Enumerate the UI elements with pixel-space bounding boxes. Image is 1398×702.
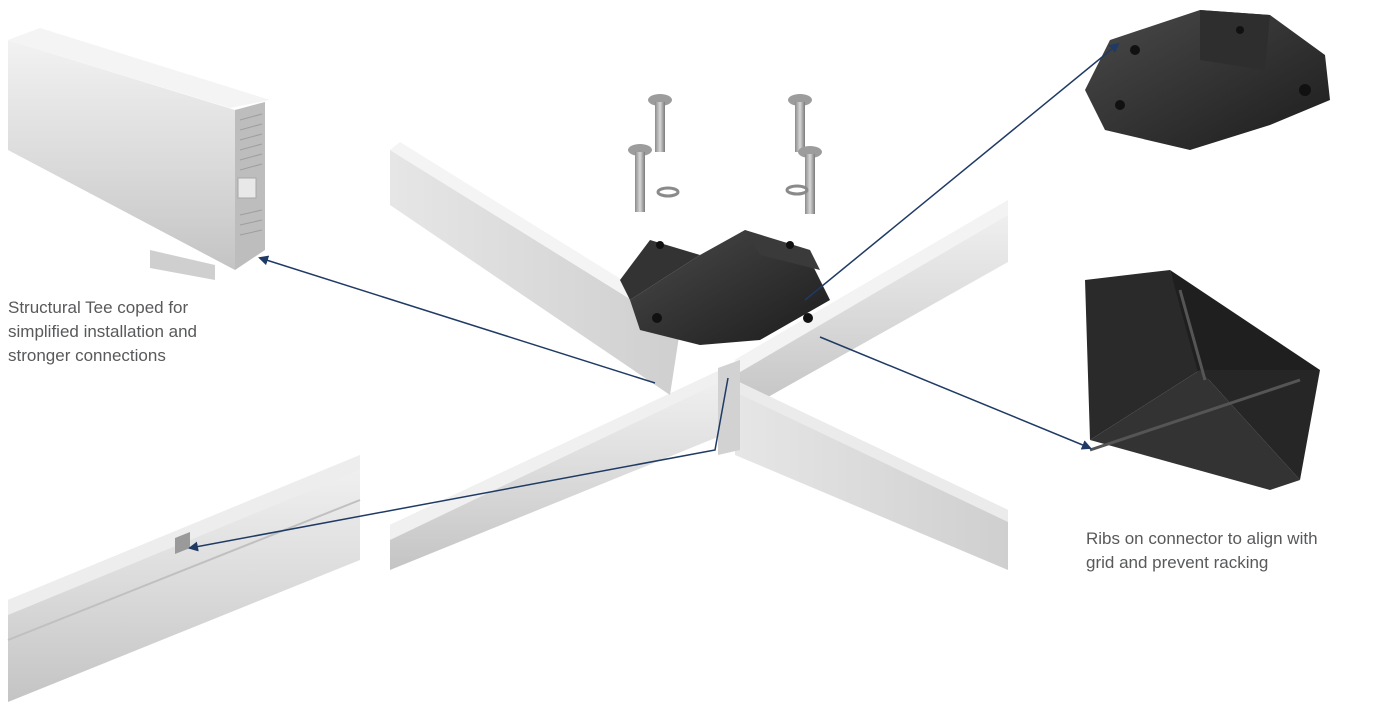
structural-tee-detail — [8, 28, 270, 280]
caption-structural-tee: Structural Tee coped for simplified inst… — [8, 296, 197, 368]
pan-head-screw-icon — [788, 94, 812, 152]
caption-line: Ribs on connector to align with — [1086, 527, 1318, 551]
connector-underside-detail — [1085, 270, 1320, 490]
caption-ribs: Ribs on connector to align with grid and… — [1086, 527, 1318, 575]
pan-head-screw-icon — [648, 94, 672, 152]
washer-icon — [787, 186, 807, 194]
caption-line: grid and prevent racking — [1086, 551, 1318, 575]
grid-intersection — [390, 142, 1008, 570]
pan-head-screw-icon — [798, 146, 822, 214]
leader-line-ribs — [820, 337, 1090, 448]
caption-line: stronger connections — [8, 344, 197, 368]
tee-slot-detail — [8, 455, 360, 702]
caption-line: simplified installation and — [8, 320, 197, 344]
fasteners — [628, 94, 822, 214]
connector-top-detail — [1085, 10, 1330, 150]
washer-icon — [658, 188, 678, 196]
pan-head-screw-icon — [628, 144, 652, 212]
caption-line: Structural Tee coped for — [8, 296, 197, 320]
